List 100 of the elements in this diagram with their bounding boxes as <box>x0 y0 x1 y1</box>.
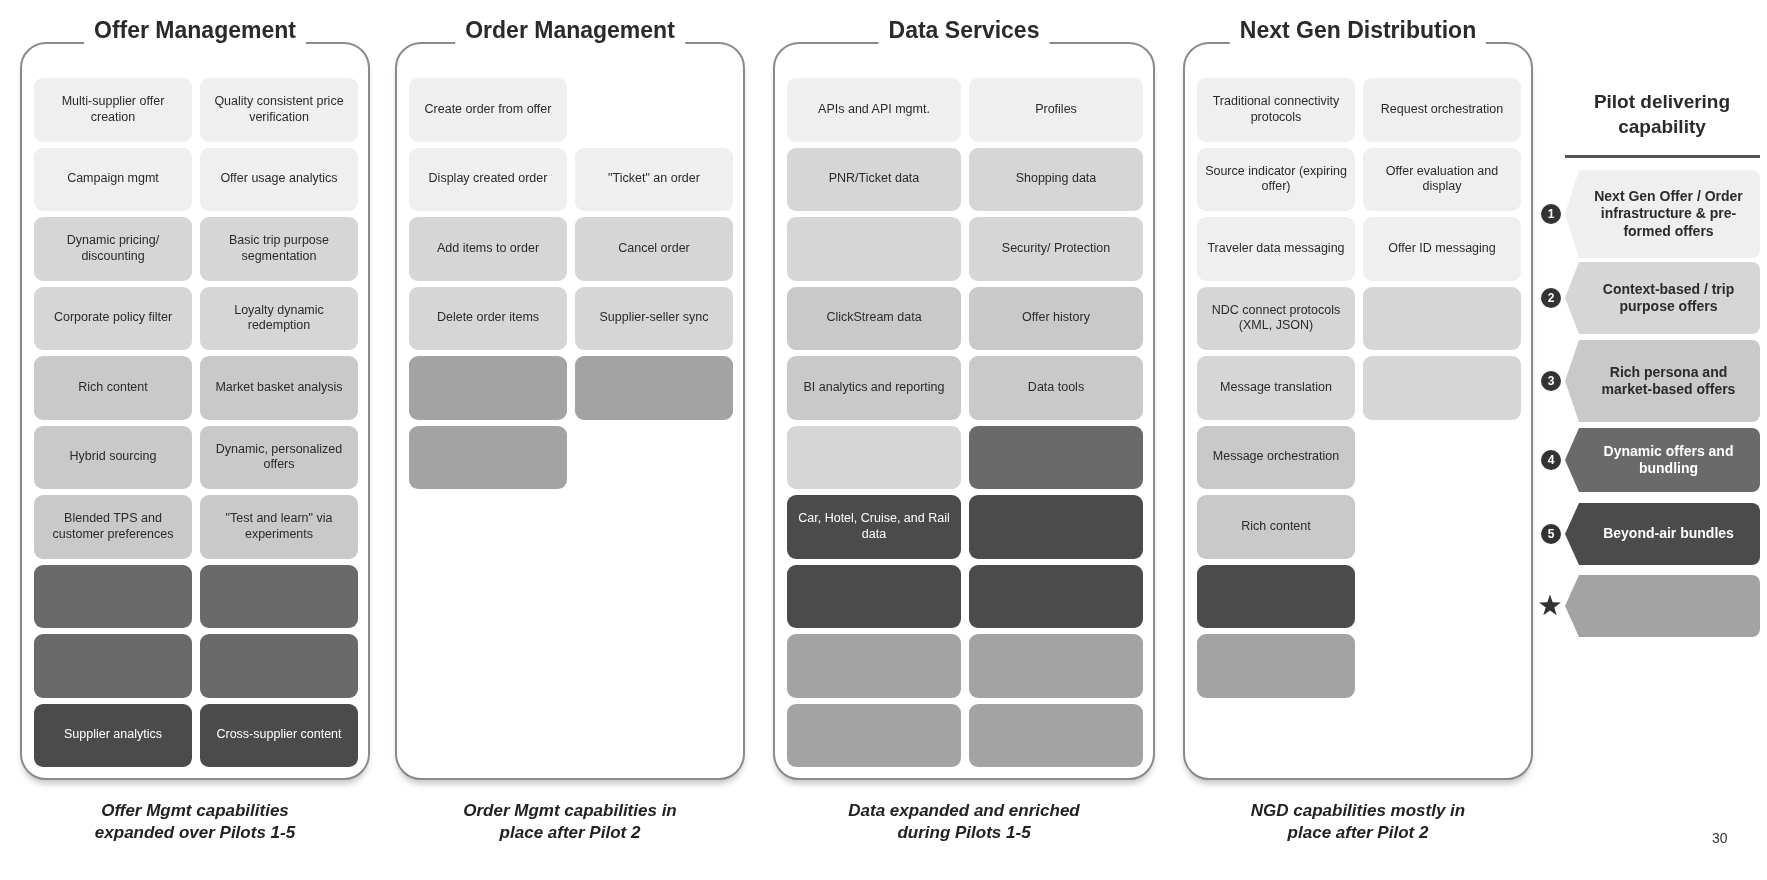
panel-heading: Offer Management <box>84 17 306 44</box>
capability-text: Add items to order <box>436 240 540 257</box>
capability-text: Request orchestration <box>1380 101 1504 118</box>
capability-text: Supplier analytics <box>64 727 162 744</box>
panel-caption: NGD capabilities mostly in place after Pilot 2 <box>1249 800 1467 845</box>
capability-box <box>200 286 358 350</box>
capability-text: Create order from offer <box>424 101 552 118</box>
capability-text: ClickStream data <box>826 310 922 327</box>
capability-text: Offer evaluation and display <box>1384 163 1500 195</box>
panel-caption: Offer Mgmt capabilities expanded over Pilots 1-5 <box>93 800 297 845</box>
capability-text: BI analytics and reporting <box>803 379 945 396</box>
empty-capability-box <box>34 564 192 628</box>
empty-capability-box <box>409 356 567 420</box>
capability-text: Profiles <box>1035 101 1077 118</box>
capability-text: Message orchestration <box>1212 449 1340 466</box>
capability-text: Blended TPS and customer preferences <box>51 511 175 543</box>
capability-text: Cross-supplier content <box>216 727 342 744</box>
capability-text: Basic trip purpose segmentation <box>227 233 331 265</box>
capability-text: Rich content <box>1241 518 1311 535</box>
empty-capability-box <box>409 425 567 489</box>
empty-capability-box <box>969 425 1143 489</box>
panel-caption: Data expanded and enriched during Pilots 1-5 <box>847 800 1081 845</box>
empty-capability-box <box>1363 286 1521 350</box>
capability-box <box>787 147 961 211</box>
legend-text: Dynamic offers and bundling <box>1602 442 1735 478</box>
panel-heading: Next Gen Distribution <box>1229 17 1487 44</box>
empty-capability-box <box>969 703 1143 767</box>
capability-text: Supplier-seller sync <box>599 310 709 327</box>
capability-box <box>34 703 192 767</box>
capability-box <box>200 217 358 281</box>
capability-box <box>969 217 1143 281</box>
capability-box <box>200 356 358 420</box>
capability-box <box>575 217 733 281</box>
capability-box <box>1197 356 1355 420</box>
capability-box <box>969 286 1143 350</box>
empty-capability-box <box>787 634 961 698</box>
empty-capability-box <box>1197 564 1355 628</box>
capability-text: "Ticket" an order <box>608 171 700 188</box>
capability-text: Car, Hotel, Cruise, and Rail data <box>797 511 951 543</box>
capability-box <box>200 425 358 489</box>
capability-text: PNR/Ticket data <box>828 171 920 188</box>
capability-text: Offer usage analytics <box>220 171 338 188</box>
capability-text: Source indicator (expiring offer) <box>1205 163 1347 195</box>
legend-text: Rich persona and market-based offers <box>1600 363 1737 399</box>
capability-box <box>34 495 192 559</box>
capability-box <box>34 286 192 350</box>
capability-box <box>409 217 567 281</box>
legend-text: Beyond-air bundles <box>1603 525 1734 543</box>
capability-text: Corporate policy filter <box>53 310 173 327</box>
capability-text: NDC connect protocols (XML, JSON) <box>1210 302 1342 334</box>
capability-text: Market basket analysis <box>215 379 343 396</box>
capability-box <box>34 425 192 489</box>
step-number: 3 <box>1541 371 1561 391</box>
step-number: 2 <box>1541 288 1561 308</box>
capability-text: Offer history <box>1022 310 1090 327</box>
capability-box <box>200 703 358 767</box>
panel-heading: Data Services <box>878 17 1050 44</box>
empty-capability-box <box>969 495 1143 559</box>
capability-text: Dynamic pricing/ discounting <box>65 233 161 265</box>
step-number: 1 <box>1541 204 1561 224</box>
legend-tag <box>1565 575 1760 637</box>
capability-text: Hybrid sourcing <box>69 449 157 466</box>
capability-box <box>787 495 961 559</box>
capability-box <box>1197 286 1355 350</box>
capability-text: Offer ID messaging <box>1388 240 1496 257</box>
empty-capability-box <box>200 634 358 698</box>
capability-text: Quality consistent price verification <box>213 94 345 126</box>
capability-text: Multi-supplier offer creation <box>60 94 166 126</box>
capability-text: Cancel order <box>618 240 690 257</box>
capability-text: Delete order items <box>436 310 540 327</box>
capability-text: Loyalty dynamic redemption <box>233 302 325 334</box>
capability-text: Message translation <box>1220 379 1332 396</box>
empty-capability-box <box>787 425 961 489</box>
capability-box <box>1197 495 1355 559</box>
legend-text: Context-based / trip purpose offers <box>1601 280 1736 316</box>
empty-capability-box <box>787 703 961 767</box>
empty-capability-box <box>969 634 1143 698</box>
empty-capability-box <box>969 564 1143 628</box>
step-number: 5 <box>1541 524 1561 544</box>
capability-text: APIs and API mgmt. <box>818 101 930 118</box>
empty-capability-box <box>1197 634 1355 698</box>
step-number: 4 <box>1541 450 1561 470</box>
capability-text: Traditional connectivity protocols <box>1211 94 1341 126</box>
page-number: 30 <box>1712 830 1728 846</box>
capability-text: "Test and learn" via experiments <box>224 511 334 543</box>
empty-capability-box <box>787 564 961 628</box>
empty-capability-box <box>1363 356 1521 420</box>
capability-text: Security/ Protection <box>1001 240 1111 257</box>
capability-text: Display created order <box>428 171 548 188</box>
panel-heading: Order Management <box>455 17 685 44</box>
empty-capability-box <box>200 564 358 628</box>
legend-heading: Pilot delivering capability <box>1592 90 1732 139</box>
capability-box <box>200 495 358 559</box>
empty-capability-box <box>575 356 733 420</box>
capability-text: Traveler data messaging <box>1207 240 1345 257</box>
capability-text: Rich content <box>78 379 148 396</box>
capability-text: Data tools <box>1027 379 1085 396</box>
panel-caption: Order Mgmt capabilities in place after Pilot 2 <box>462 800 678 845</box>
empty-capability-box <box>34 634 192 698</box>
capability-box <box>969 147 1143 211</box>
